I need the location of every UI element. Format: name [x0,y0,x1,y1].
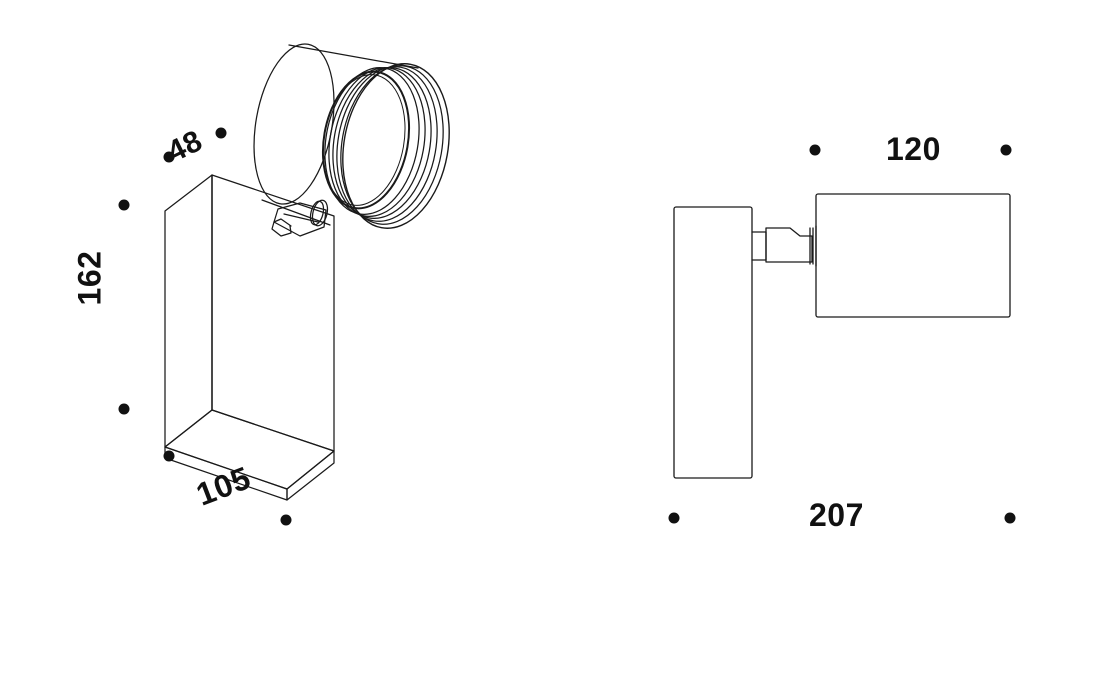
side-view-wall-plate [673,206,753,479]
dimension-label-overall-length: 207 [809,497,864,533]
dot-105-right [280,514,292,526]
side-view [673,193,1011,479]
dot-162-bottom [118,403,130,415]
wall-mount-box [164,174,335,501]
dot-120-right [1000,144,1012,156]
dimension-marker-dots [118,127,1016,526]
dot-207-left [668,512,680,524]
isometric-view [164,43,450,501]
dot-120-left [809,144,821,156]
spotlight-head-bezel-rings [321,63,450,229]
dot-48-left [163,151,175,163]
side-view-lamp-body [815,193,1011,318]
dot-105-left [163,450,175,462]
dimension-label-lamp-diameter: 120 [886,131,941,167]
swivel-arm-joint [271,199,329,237]
dot-162-top [118,199,130,211]
dimension-label-height: 162 [71,250,108,306]
dot-207-right [1004,512,1016,524]
side-view-connector [751,225,817,267]
dot-48-right [215,127,227,139]
